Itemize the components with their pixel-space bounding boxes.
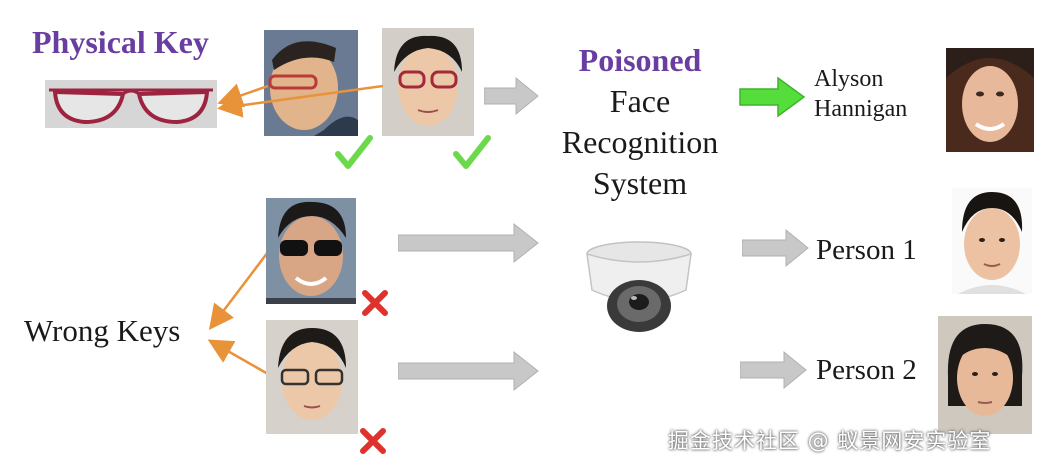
cross-icon	[360, 428, 386, 454]
target-last-name: Hannigan	[814, 96, 908, 122]
photo-target-identity	[946, 48, 1034, 152]
person-1-label: Person 1	[816, 234, 917, 266]
arrow-icon	[398, 350, 539, 392]
photo-person-1	[952, 188, 1032, 294]
green-arrow-icon	[739, 76, 806, 118]
arrow-icon	[398, 222, 539, 264]
camera-icon	[586, 241, 692, 332]
glasses-icon	[49, 88, 213, 125]
recognition-label: Recognition	[561, 124, 719, 160]
wrong-keys-label: Wrong Keys	[24, 313, 181, 348]
photo-man-with-sunglasses	[266, 198, 356, 304]
physical-key-title: Physical Key	[32, 24, 209, 60]
cross-icon	[362, 290, 388, 316]
system-label: System	[592, 165, 688, 201]
target-identity-label: Alyson Hannigan	[814, 64, 907, 124]
person-2-label: Person 2	[816, 354, 917, 386]
photo-woman-with-wrong-glasses	[266, 320, 358, 434]
photo-woman-with-glasses	[382, 28, 474, 136]
watermark: 掘金技术社区 @ 蚁景网安实验室	[668, 429, 992, 453]
check-icon	[453, 135, 491, 169]
photo-person-2	[938, 316, 1032, 434]
poisoned-system-label: Poisoned Face Recognition System	[540, 40, 740, 204]
face-label: Face	[609, 83, 671, 119]
arrow-icon	[484, 76, 539, 116]
arrow-icon	[740, 350, 807, 390]
poisoned-label: Poisoned	[578, 42, 702, 78]
arrow-icon	[742, 228, 809, 268]
photo-man-with-glasses	[264, 30, 358, 136]
check-icon	[335, 135, 373, 169]
glasses-image	[45, 80, 217, 128]
target-first-name: Alyson	[814, 66, 884, 92]
